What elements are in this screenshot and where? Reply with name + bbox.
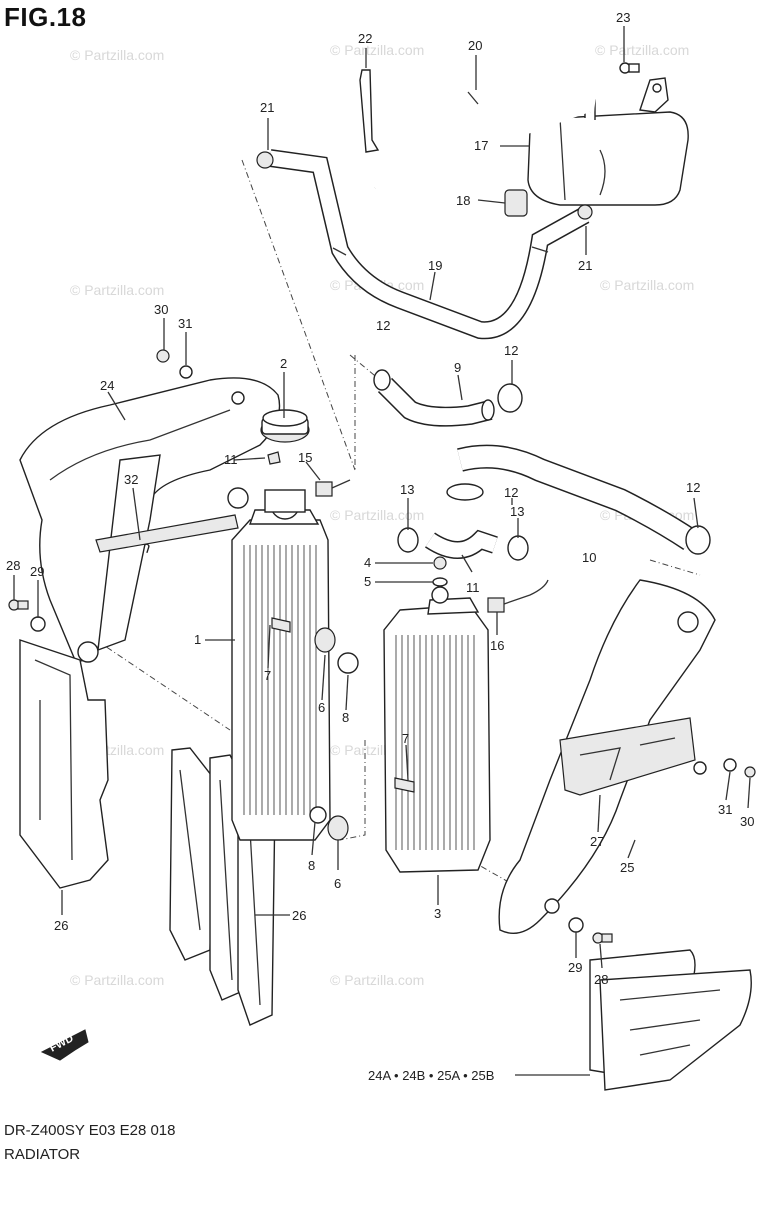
callout-7a: 7 <box>264 668 271 683</box>
callout-21b: 21 <box>578 258 592 273</box>
callout-12a: 12 <box>376 318 390 333</box>
callout-8b: 8 <box>308 858 315 873</box>
callout-8a: 8 <box>342 710 349 725</box>
callout-5: 5 <box>364 574 371 589</box>
callout-13a: 13 <box>400 482 414 497</box>
watermark-text: © Partzilla.com <box>600 277 694 293</box>
callout-6b: 6 <box>334 876 341 891</box>
callout-10: 10 <box>582 550 596 565</box>
radiator-bolts <box>271 617 415 793</box>
callout-13b: 13 <box>510 504 524 519</box>
left-radiator <box>231 489 331 841</box>
drain-bolt <box>433 556 447 570</box>
reservoir-hose <box>268 150 589 338</box>
callout-31a: 31 <box>178 316 192 331</box>
callout-18: 18 <box>456 193 470 208</box>
temp-sensor <box>315 479 351 497</box>
callout-11b: 11 <box>466 580 480 595</box>
callout-28b: 28 <box>594 972 608 987</box>
shroud-emblem <box>559 717 696 796</box>
callout-29a: 29 <box>30 564 44 579</box>
callout-11a: 11 <box>224 452 238 467</box>
callout-30a: 30 <box>154 302 168 317</box>
hose-clip <box>256 151 274 169</box>
leader-lines <box>13 26 751 1076</box>
tank-cap <box>504 189 528 217</box>
shroud-trim-strip <box>95 514 239 553</box>
callout-30b: 30 <box>740 814 754 829</box>
model-code: DR-Z400SY E03 E28 018 <box>4 1122 176 1139</box>
callout-16: 16 <box>490 638 504 653</box>
callout-12c: 12 <box>504 485 518 500</box>
callout-25: 25 <box>620 860 634 875</box>
lower-radiator-hose <box>457 446 696 549</box>
figure-title: FIG.18 <box>4 2 87 32</box>
callout-20: 20 <box>468 38 482 53</box>
left-radiator-shroud <box>19 377 281 662</box>
callout-26b: 26 <box>292 908 306 923</box>
callout-17: 17 <box>474 138 488 153</box>
forward-arrow-icon: FWD <box>40 1029 89 1061</box>
right-radiator <box>383 586 491 873</box>
watermark-text: © Partzilla.com <box>70 972 164 988</box>
callout-19: 19 <box>428 258 442 273</box>
watermark-text: © Partzilla.com <box>70 282 164 298</box>
callout-7b: 7 <box>402 731 409 746</box>
tank-screw <box>619 62 640 74</box>
upper-radiator-hose <box>378 378 493 426</box>
callout-27: 27 <box>590 834 604 849</box>
watermark-text: © Partzilla.com <box>595 42 689 58</box>
watermark-text: © Partzilla.com <box>330 507 424 523</box>
callout-26a: 26 <box>54 918 68 933</box>
callout-3: 3 <box>434 906 441 921</box>
hose-clamps <box>373 369 711 561</box>
hose-clip <box>577 204 593 220</box>
watermark-text: © Partzilla.com <box>70 47 164 63</box>
callout-32: 32 <box>124 472 138 487</box>
fan-thermo-switch <box>487 579 549 613</box>
watermark-text: © Partzilla.com <box>330 42 424 58</box>
callout-24-set: 24A • 24B • 25A • 25B <box>368 1068 494 1083</box>
radiator-cushions <box>309 627 359 841</box>
overflow-hose <box>372 62 597 191</box>
callout-31b: 31 <box>718 802 732 817</box>
callout-6a: 6 <box>318 700 325 715</box>
section-name: RADIATOR <box>4 1146 81 1163</box>
callout-9: 9 <box>454 360 461 375</box>
joint-hose <box>425 531 498 558</box>
callout-labels: 1 2 3 4 5 6 6 7 7 8 8 9 10 11 11 12 12 1… <box>6 10 754 1083</box>
shroud-decal-set <box>589 949 752 1091</box>
hose-bracket <box>359 69 380 153</box>
watermark-text: © Partzilla.com <box>330 972 424 988</box>
callout-21a: 21 <box>260 100 274 115</box>
radiator-cap <box>260 409 310 443</box>
callout-22: 22 <box>358 31 372 46</box>
left-radiator-guard <box>19 639 109 889</box>
reservoir-tank <box>527 77 689 206</box>
callout-2: 2 <box>280 356 287 371</box>
callout-15: 15 <box>298 450 312 465</box>
callout-4: 4 <box>364 555 371 570</box>
mounting-hardware <box>8 349 756 944</box>
callout-12b: 12 <box>504 343 518 358</box>
callout-1: 1 <box>194 632 201 647</box>
callout-28a: 28 <box>6 558 20 573</box>
drain-washer <box>432 577 448 587</box>
callout-23: 23 <box>616 10 630 25</box>
callout-24: 24 <box>100 378 114 393</box>
callout-29b: 29 <box>568 960 582 975</box>
callout-12d: 12 <box>686 480 700 495</box>
